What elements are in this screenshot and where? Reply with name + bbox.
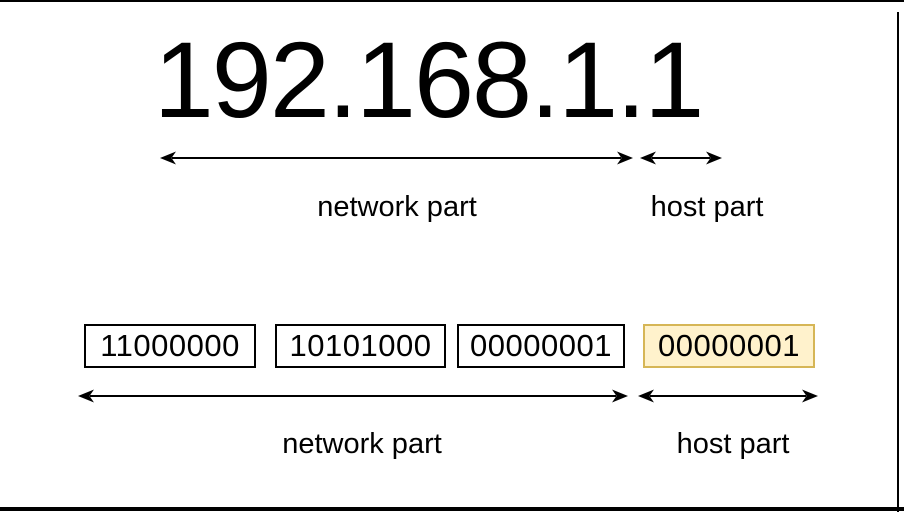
binary-part-span-arrows <box>78 389 818 403</box>
host-part-label-top: host part <box>650 191 764 223</box>
octet-box-host: 00000001 <box>643 324 815 368</box>
octet-box-1: 11000000 <box>84 324 256 368</box>
host-part-arrow-top <box>640 151 722 165</box>
network-part-arrow-bottom <box>78 389 628 403</box>
ip-address-text: 192.168.1.1 <box>153 19 705 140</box>
decimal-part-span-arrows <box>160 151 722 165</box>
octet-2-bits: 10101000 <box>289 328 432 363</box>
network-part-arrow-top <box>160 151 633 165</box>
octet-box-2: 10101000 <box>275 324 446 368</box>
frame-bottom-edge <box>0 507 904 511</box>
host-part-label-bottom: host part <box>676 428 790 460</box>
frame-top-edge <box>0 0 904 2</box>
octet-4-bits: 00000001 <box>658 328 800 363</box>
octet-1-bits: 11000000 <box>100 328 240 363</box>
octet-box-3: 00000001 <box>457 324 625 368</box>
host-part-arrow-bottom <box>638 389 818 403</box>
frame-right-edge <box>897 12 899 512</box>
network-part-label-bottom: network part <box>282 428 442 460</box>
octet-3-bits: 00000001 <box>470 328 612 363</box>
network-part-label-top: network part <box>317 191 477 223</box>
